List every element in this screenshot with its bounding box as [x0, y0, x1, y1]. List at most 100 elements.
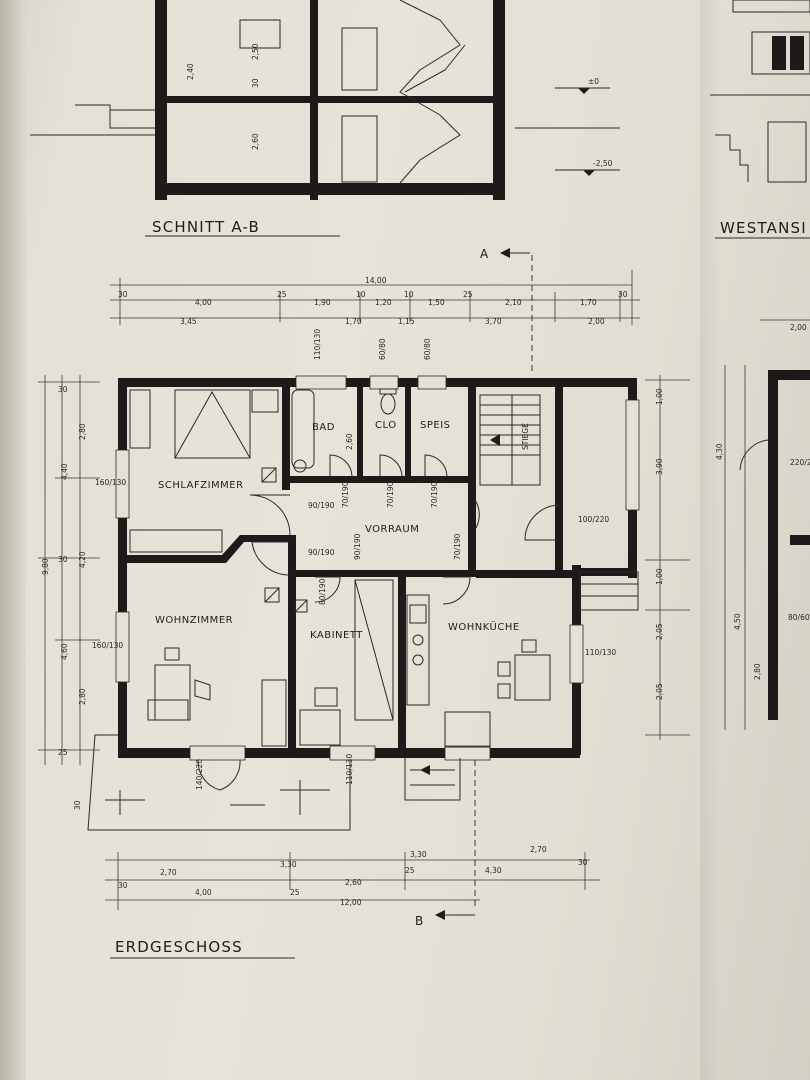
door-vorraum-east: [474, 499, 480, 529]
wardrobe-2: [129, 529, 223, 553]
wall-speis-stair: [468, 378, 476, 573]
stair-label: STIEGE: [521, 423, 530, 450]
section-stair-2: [404, 44, 466, 93]
cut-marker-a: A: [480, 247, 489, 261]
elev-window-upper: [751, 31, 810, 75]
wp-window-2: 80/60: [788, 613, 810, 622]
cut-arrow-a: [500, 248, 510, 258]
top-dim-r1-9: 2,10: [505, 298, 522, 307]
cut-markers: A B: [415, 247, 533, 928]
dim-door-7: 90/190: [353, 533, 362, 560]
top-dim-r2-1: 1,70: [345, 317, 362, 326]
section-dim-slab: 30: [251, 78, 260, 88]
right-dimensions: 3,90 1,00 2,05 2,05 1,00: [645, 375, 690, 740]
dim-clo-window: 60/80: [378, 338, 387, 360]
window-clo: [369, 375, 399, 390]
top-dim-r1-6: 10: [404, 290, 414, 299]
door-kab: [314, 576, 341, 603]
room-labels: SCHLAFZIMMER BAD CLO SPEIS VORRAUM WOHNZ…: [155, 420, 520, 641]
chimney-2: [264, 587, 280, 603]
elev-pane-1: [772, 36, 786, 70]
wp-wall-top: [768, 370, 810, 380]
cut-marker-b: B: [415, 914, 424, 928]
right-dim-0: 3,90: [655, 458, 664, 475]
top-dim-r1-2: 25: [277, 290, 287, 299]
dim-door-4: 90/190: [308, 548, 335, 557]
window-wohn: [115, 611, 130, 683]
cut-arrow-b: [435, 910, 445, 920]
kitchen-counter: [406, 594, 430, 706]
bottom-r1-0: 2,70: [160, 868, 177, 877]
left-dim-p2: 4,20: [78, 551, 87, 568]
left-dim-s1: 30: [58, 555, 68, 564]
plan-fixtures: STIEGE: [129, 388, 639, 748]
stove-2: [412, 654, 424, 666]
bed-cover: [174, 390, 251, 459]
room-wohnkueche: WOHNKÜCHE: [448, 620, 520, 633]
left-dim-s2: 25: [58, 748, 68, 757]
dim-bad-door: 2,60: [345, 433, 354, 450]
room-clo: CLO: [375, 420, 397, 431]
section-floor-slab: [155, 183, 505, 195]
toilet-tank: [379, 388, 397, 395]
wp-dim-2: 2,80: [753, 663, 762, 680]
terrace: [87, 734, 461, 831]
top-dim-r2-4: 2,00: [588, 317, 605, 326]
dim-door-2: 70/190: [386, 481, 395, 508]
left-dim-p3: 4,60: [60, 643, 69, 660]
window-bad: [295, 375, 347, 390]
kab-bed: [354, 579, 394, 721]
room-schlafzimmer: SCHLAFZIMMER: [158, 480, 244, 491]
plan-title: ERDGESCHOSS: [115, 938, 243, 956]
left-dim-p0: 2,80: [78, 423, 87, 440]
west-elevation: WESTANSI: [710, 0, 810, 239]
plan-windows: [115, 375, 640, 761]
section-view: 2,50 30 2,60 2,40 ±0 -2,50 SCHNITT A-B: [30, 0, 620, 237]
wp-dim-4: 2,00: [790, 323, 807, 332]
level-ground: ±0: [588, 77, 599, 86]
bed: [174, 389, 251, 459]
window-stiege: [625, 399, 640, 511]
section-door-lower: [341, 115, 378, 183]
bottom-r2-2: 25: [290, 888, 300, 897]
dim-door-6: 80/190: [318, 578, 327, 605]
dim-bad-window: 110/130: [313, 329, 322, 360]
chimney-3-x: [294, 599, 308, 613]
wall-vorraum-north: [290, 476, 470, 483]
top-dim-r1-5: 1,20: [375, 298, 392, 307]
window-schlaf: [115, 449, 130, 519]
level-marker-ground: [578, 88, 590, 94]
section-stair: [399, 0, 461, 184]
stove-1: [412, 634, 424, 646]
bottom-r2-6: 30: [578, 858, 588, 867]
bottom-total: 12,00: [340, 898, 362, 907]
window-speis: [417, 375, 447, 390]
bottom-r2-1: 4,00: [195, 888, 212, 897]
dim-door-1: 70/190: [341, 481, 350, 508]
chimney-2-x: [264, 587, 280, 603]
opening-dims: 110/130 60/80 60/80 160/130 160/130 110/…: [92, 329, 616, 790]
top-dim-r1-0: 30: [118, 290, 128, 299]
dim-door-0: 90/190: [308, 501, 335, 510]
left-dim-p4: 2,80: [78, 688, 87, 705]
wp-wall-mid: [790, 535, 810, 545]
room-kabinett: KABINETT: [310, 630, 363, 641]
door-wohn: [251, 541, 291, 576]
wall-clo-speis: [405, 378, 411, 483]
top-dim-r1-11: 30: [618, 290, 628, 299]
top-dim-r1-7: 1,50: [428, 298, 445, 307]
terrace-outline: [87, 734, 351, 831]
level-basement: -2,50: [593, 159, 613, 168]
window-kab: [329, 745, 376, 761]
chimney-1: [261, 467, 277, 483]
plan-walls: [118, 378, 637, 758]
toilet: [380, 393, 396, 415]
section-dim-small: 2,40: [186, 63, 195, 80]
chimney-3: [294, 599, 308, 613]
right-dim-1: 1,00: [655, 568, 664, 585]
porch-arrow: [420, 765, 430, 775]
wall-schlaf-south: [127, 555, 222, 563]
wall-schlaf-angle: [222, 535, 290, 563]
room-wohnzimmer: WOHNZIMMER: [155, 615, 233, 626]
chair-1: [164, 647, 180, 661]
